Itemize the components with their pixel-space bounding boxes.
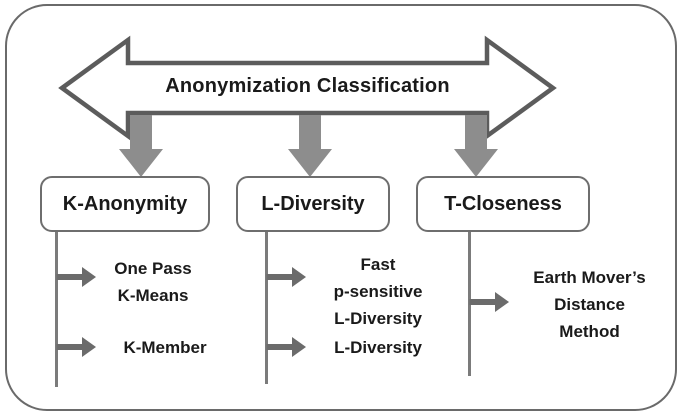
method-label-k-member: K-Member (123, 338, 207, 357)
method-label-fast-p-sensitive-l-diversity: Fast p-sensitive L-Diversity (333, 255, 423, 328)
method-label-one-pass-k-means: One Pass K-Means (114, 259, 192, 305)
branch-arrow-icon (56, 337, 96, 357)
down-arrow-icon (454, 115, 498, 177)
branch-arrow-icon (266, 337, 306, 357)
category-box-t-closeness: T-Closeness (416, 176, 590, 232)
down-arrow-icon (288, 115, 332, 177)
branch-arrow-icon (266, 267, 306, 287)
branch-arrow-icon (469, 292, 509, 312)
method-label-earth-movers-distance-method: Earth Mover’s Distance Method (533, 268, 646, 341)
category-label: T-Closeness (444, 192, 562, 215)
branch-arrow-icon (56, 267, 96, 287)
category-box-k-anonymity: K-Anonymity (40, 176, 210, 232)
method-label-l-diversity: L-Diversity (334, 338, 422, 357)
category-label: L-Diversity (261, 192, 365, 215)
down-arrow-icon (119, 115, 163, 177)
double-headed-arrow (58, 35, 557, 141)
category-box-l-diversity: L-Diversity (236, 176, 390, 232)
diagram-title: Anonymization Classification (165, 75, 450, 97)
category-label: K-Anonymity (62, 192, 188, 215)
